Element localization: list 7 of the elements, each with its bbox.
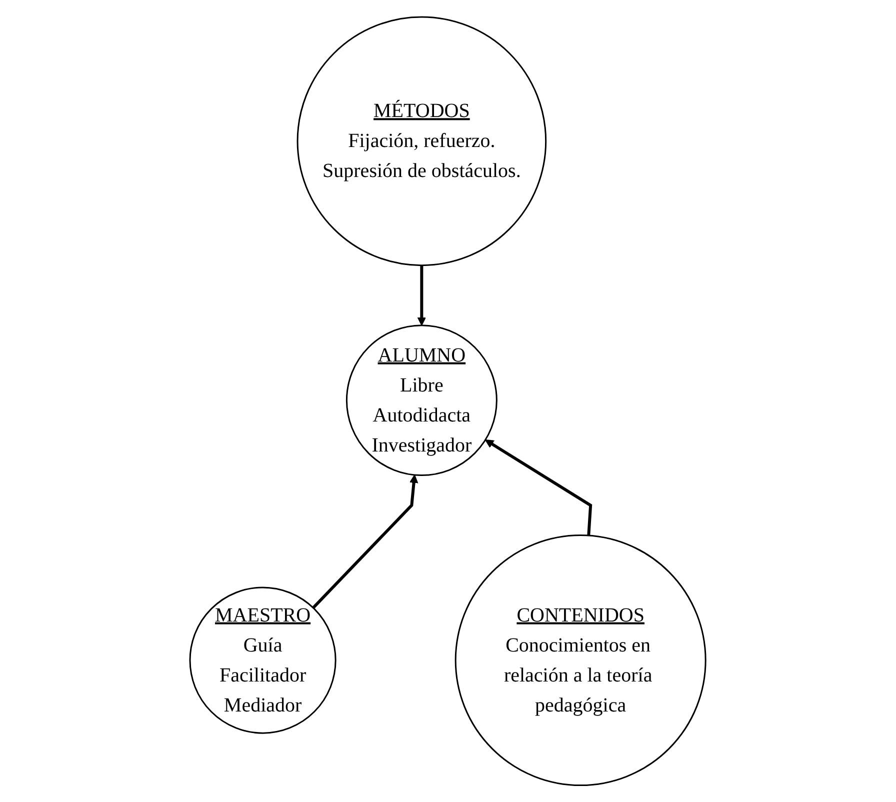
node-circle: MÉTODOS Fijación, refuerzo. Supresión de obstáculos.: [296, 16, 547, 266]
node-circle: CONTENIDOS Conocimientos en relación a la teoría pedagógica: [455, 534, 707, 786]
arrow: [417, 265, 426, 326]
arrow: [485, 439, 592, 536]
node-circle: MAESTRO Guía Facilitador Mediador: [189, 586, 337, 734]
node-circle: ALUMNO Libre Autodidacta Investigador: [346, 324, 498, 476]
arrow: [312, 474, 418, 609]
